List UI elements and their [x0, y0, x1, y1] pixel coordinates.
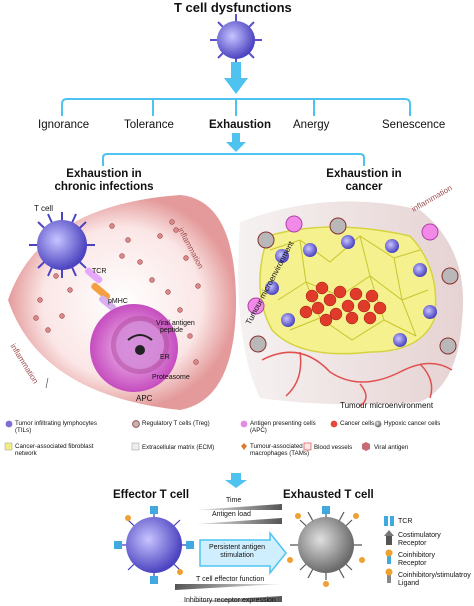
legend-tams-line1: Tumour-associated — [250, 443, 303, 450]
bottom-down-arrow — [225, 473, 247, 488]
left-label-leaders — [45, 377, 49, 389]
category-exhaustion: Exhaustion — [209, 119, 271, 131]
time-label: Time — [226, 497, 242, 504]
category-ignorance: Ignorance — [38, 119, 90, 131]
persistent-arrow — [199, 530, 287, 576]
ligand-line2: Ligand — [398, 580, 420, 587]
category-connector — [61, 98, 411, 116]
legend-apc: Antigen presenting cells(APC) — [250, 420, 316, 434]
legend-apc-line1: Antigen presenting cells — [250, 420, 316, 427]
legend-ecm: Extracellular matrix (ECM) — [142, 444, 215, 451]
tils — [265, 235, 437, 347]
apc-cells — [247, 215, 439, 315]
effector-tcell-label: Effector T cell — [113, 489, 190, 501]
persistent-stimulation-label: Persistent antigen stimulation — [204, 544, 270, 560]
effector-function-wedge — [175, 584, 282, 590]
treg-cells — [249, 217, 459, 355]
exhausted-tcell-label: Exhausted T cell — [283, 489, 374, 501]
left-tcell — [29, 212, 95, 278]
legend-fibroblast-line2: network — [15, 450, 37, 457]
persistent-line2: stimulation — [220, 552, 254, 559]
legend-tils-line1: Tumor infiltrating lymphocytes — [15, 420, 97, 427]
left-panel-title-line2: chronic infections — [54, 181, 154, 193]
proteasome-label: Proteasome — [152, 374, 190, 381]
category-tolerance: Tolerance — [124, 119, 174, 131]
blood-vessels — [261, 351, 453, 407]
antigen-load-wedge — [195, 518, 282, 524]
inhibitory-expression-label: Inhibitory receptor expression — [184, 597, 276, 604]
time-wedge — [195, 504, 282, 510]
top-arrow — [224, 62, 248, 94]
left-panel — [8, 195, 236, 410]
effector-function-label: T cell effector function — [196, 576, 265, 583]
viral-antigen-peptide-label: Viral antigen peptide — [156, 320, 195, 334]
coinhib-line1: Coinhibitory — [398, 552, 435, 559]
tcr-pmhc-link — [84, 267, 117, 312]
right-panel-title: Exhaustion in cancer — [318, 168, 410, 194]
costim-line1: Costimulatory — [398, 532, 441, 539]
receptor-tcr-label: TCR — [398, 518, 413, 525]
tcr-label: TCR — [92, 268, 107, 275]
cancer-cells — [299, 281, 387, 327]
exhaustion-arrow — [226, 133, 246, 152]
persistent-line1: Persistent antigen — [208, 544, 266, 551]
legend-tils-line2: (TILs) — [15, 427, 32, 434]
top-tcell-icon — [210, 14, 262, 66]
tcell-label: T cell — [34, 204, 53, 213]
left-panel-title-line1: Exhaustion in — [66, 168, 142, 180]
effector-tcell-icon — [114, 506, 194, 584]
viral-antigen-peptide-line2: peptide — [160, 327, 183, 334]
legend-hypoxic: Hypoxic cancer cells — [384, 420, 441, 427]
left-apc — [90, 304, 178, 392]
legend-tams-line2: macrophages (TAMs) — [250, 450, 310, 457]
legend-treg: Regulatory T cells (Treg) — [142, 420, 210, 427]
diagram-title: T cell dysfunctions — [174, 0, 292, 15]
coinhib-line2: Receptor — [398, 560, 427, 567]
panel-connector — [102, 153, 365, 166]
legend-fibroblast-line1: Cancer-associated fibroblast — [15, 443, 94, 450]
category-anergy: Anergy — [293, 119, 330, 131]
legend-blood-vessels: Blood vessels — [314, 444, 353, 451]
apc-label: APC — [136, 394, 153, 403]
legend-icons — [4, 420, 382, 451]
category-senescence: Senescence — [382, 119, 446, 131]
exhausted-tcell-icon — [287, 506, 365, 587]
receptor-legend-icons — [384, 516, 394, 583]
right-panel-title-line1: Exhaustion in — [326, 168, 402, 180]
legend-cancer-cells: Cancer cells — [340, 420, 375, 427]
pmhc-label: pMHC — [108, 298, 128, 305]
right-panel-title-line2: cancer — [345, 181, 383, 193]
costim-line2: Receptor — [398, 540, 427, 547]
legend-apc-line2: (APC) — [250, 427, 267, 434]
viral-antigen-peptide-line1: Viral antigen — [156, 320, 195, 327]
right-panel — [238, 201, 464, 407]
legend-tils: Tumor infiltrating lymphocytes(TILs) — [15, 420, 97, 434]
viral-particles — [33, 219, 201, 365]
left-panel-title: Exhaustion in chronic infections — [40, 168, 168, 194]
tme-bottom-label: Tumour microenvironment — [340, 401, 434, 410]
er-label: ER — [160, 354, 170, 361]
legend-viral-antigen: Viral antigen — [374, 444, 409, 451]
ligand-line1: Coinhibitory/stimulatroy — [398, 572, 471, 579]
antigen-load-label: Antigen load — [212, 511, 251, 518]
inhibitory-wedge — [175, 596, 282, 602]
